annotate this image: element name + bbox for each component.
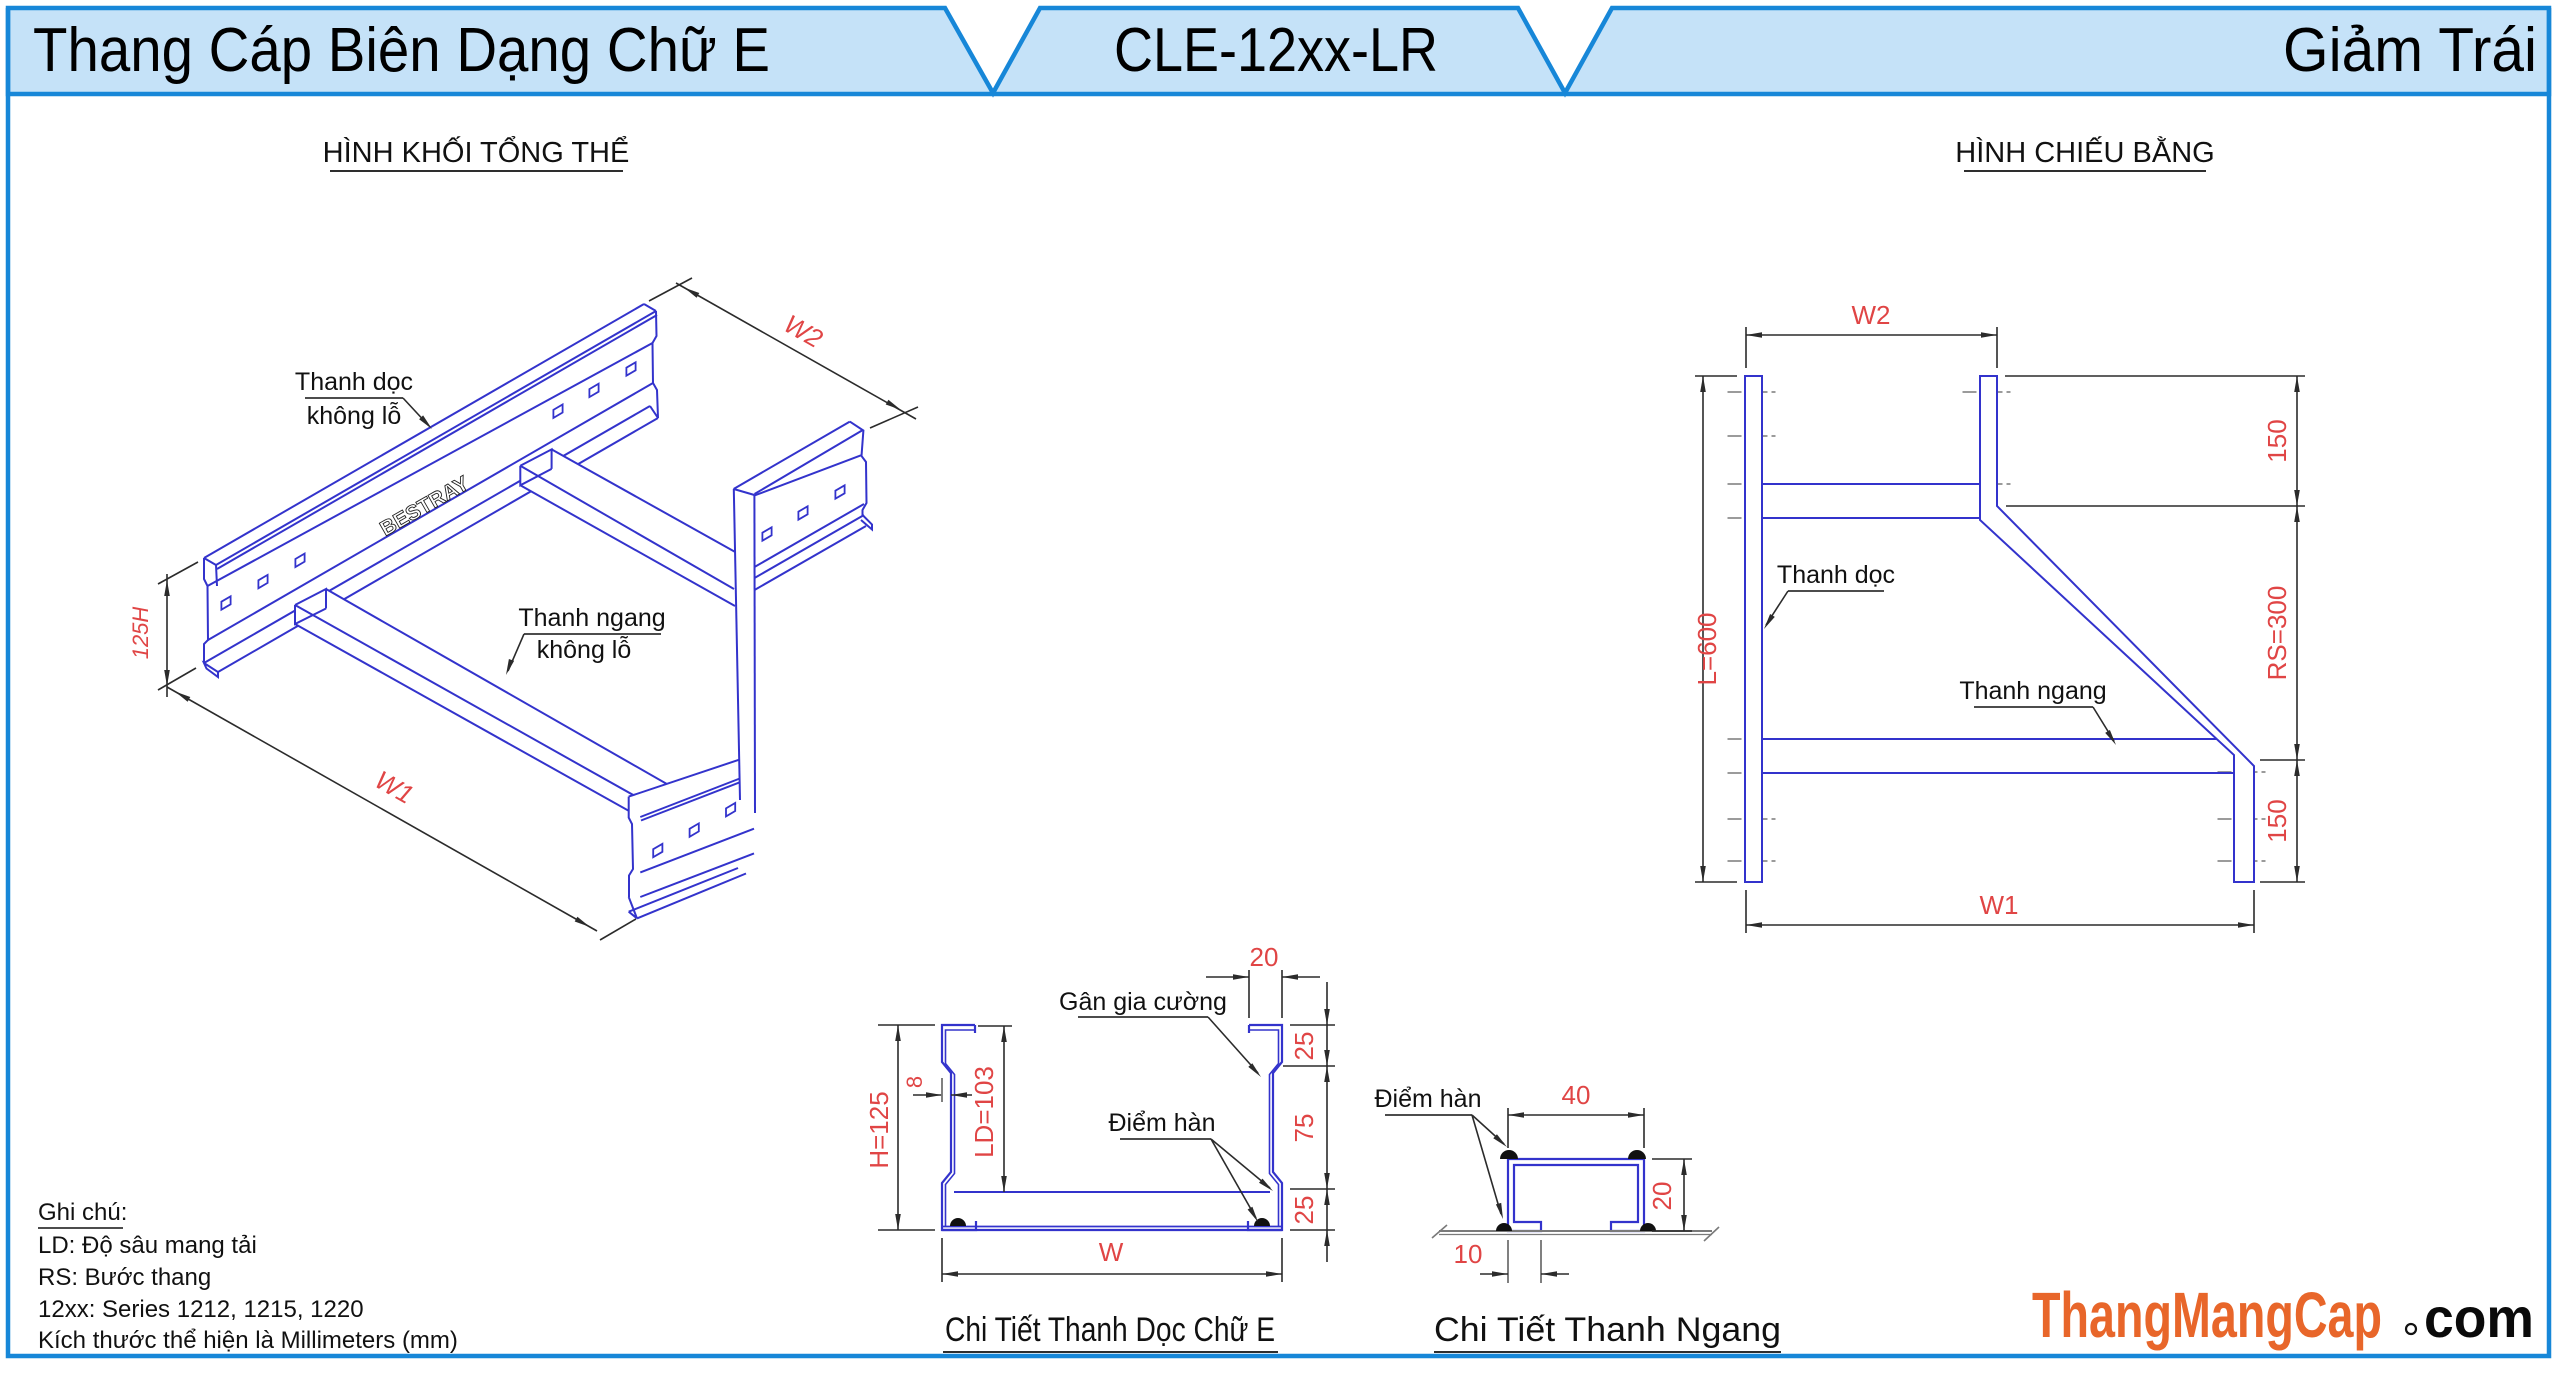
svg-text:CLE-12xx-LR: CLE-12xx-LR (1114, 16, 1438, 85)
svg-text:Chi Tiết Thanh Ngang: Chi Tiết Thanh Ngang (1434, 1311, 1781, 1349)
svg-text:150: 150 (2262, 419, 2292, 462)
svg-text:Thang Cáp Biên Dạng Chữ E: Thang Cáp Biên Dạng Chữ E (33, 16, 770, 85)
svg-text:ThangMangCap: ThangMangCap (2032, 1279, 2382, 1351)
svg-text:HÌNH KHỐI TỔNG THỂ: HÌNH KHỐI TỔNG THỂ (323, 135, 630, 169)
svg-text:không lỗ: không lỗ (307, 401, 402, 430)
svg-text:H=125: H=125 (864, 1091, 894, 1168)
svg-text:25: 25 (1289, 1032, 1319, 1061)
svg-text:W: W (1099, 1237, 1124, 1267)
svg-text:Điểm hàn: Điểm hàn (1375, 1085, 1482, 1113)
svg-text:LD: Độ sâu mang tải: LD: Độ sâu mang tải (38, 1232, 257, 1259)
svg-text:25: 25 (1289, 1196, 1319, 1225)
svg-text:10: 10 (1454, 1239, 1483, 1269)
svg-text:W1: W1 (1980, 890, 2019, 920)
svg-text:Chi Tiết Thanh Dọc Chữ E: Chi Tiết Thanh Dọc Chữ E (945, 1311, 1275, 1349)
svg-text:Giảm Trái: Giảm Trái (2283, 16, 2537, 85)
svg-text:không lỗ: không lỗ (537, 635, 632, 664)
svg-text:Gân gia cường: Gân gia cường (1059, 988, 1227, 1016)
svg-text:L=600: L=600 (1692, 612, 1722, 685)
svg-text:HÌNH CHIẾU BẰNG: HÌNH CHIẾU BẰNG (1955, 135, 2214, 169)
svg-text:Thanh dọc: Thanh dọc (295, 368, 413, 396)
svg-text:RS: Bước thang: RS: Bước thang (38, 1264, 211, 1291)
svg-text:40: 40 (1562, 1080, 1591, 1110)
svg-text:12xx: Series 1212, 1215, 1220: 12xx: Series 1212, 1215, 1220 (38, 1296, 364, 1323)
svg-text:com: com (2424, 1286, 2534, 1349)
svg-text:20: 20 (1250, 942, 1279, 972)
svg-text:Thanh dọc: Thanh dọc (1777, 561, 1895, 589)
svg-text:125H: 125H (128, 607, 153, 660)
svg-text:Kích thước thể hiện là Millime: Kích thước thể hiện là Millimeters (mm) (38, 1327, 458, 1354)
svg-text:W2: W2 (1852, 300, 1891, 330)
svg-text:Thanh ngang: Thanh ngang (1959, 677, 2106, 705)
svg-text:20: 20 (1647, 1182, 1677, 1211)
svg-text:Điểm hàn: Điểm hàn (1109, 1109, 1216, 1137)
svg-text:8: 8 (902, 1076, 927, 1088)
svg-text:RS=300: RS=300 (2262, 586, 2292, 681)
svg-text:LD=103: LD=103 (969, 1066, 999, 1158)
svg-text:75: 75 (1289, 1114, 1319, 1143)
svg-text:Ghi chú:: Ghi chú: (38, 1199, 127, 1226)
svg-text:150: 150 (2262, 799, 2292, 842)
svg-text:Thanh ngang: Thanh ngang (518, 604, 665, 632)
